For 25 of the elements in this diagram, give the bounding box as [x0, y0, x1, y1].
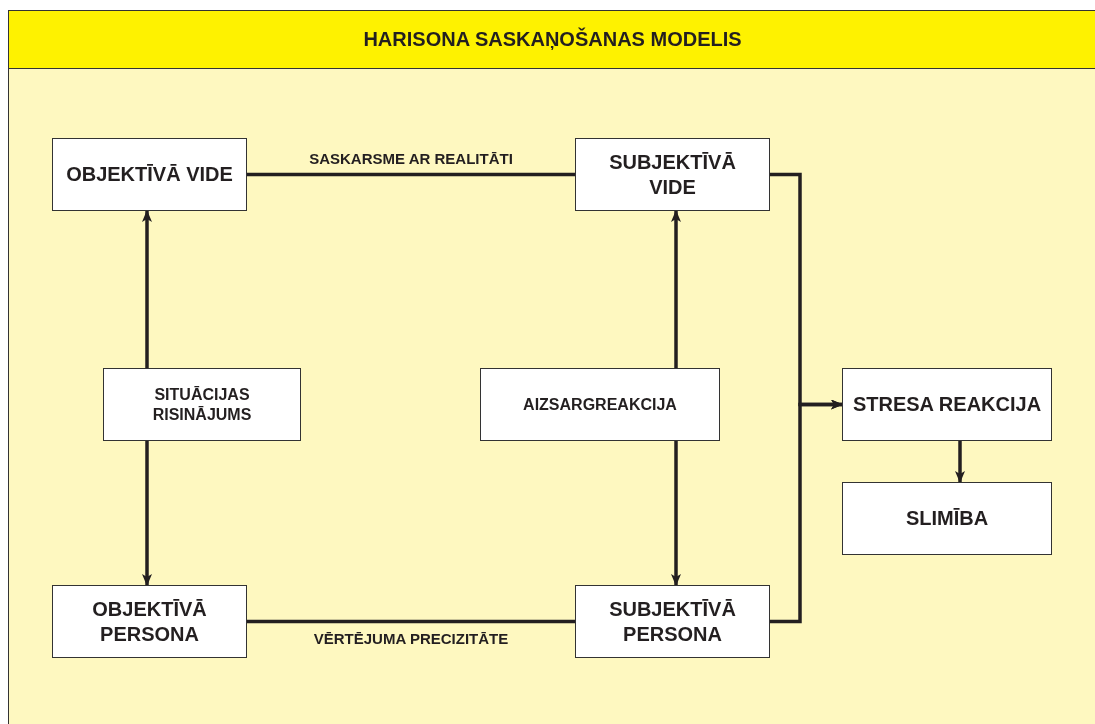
process-box — [842, 482, 1052, 555]
title: HARISONA SASKAŅOŠANAS MODELIS — [363, 28, 742, 51]
box-label: SITUĀCIJAS RISINĀJUMS — [151, 384, 253, 425]
arrow — [142, 210, 152, 368]
process-box — [52, 138, 247, 211]
box-label: SLIMĪBA — [904, 506, 990, 531]
process-box — [480, 368, 720, 441]
box-label: AIZSARGREAKCIJA — [522, 394, 678, 415]
process-box — [103, 368, 301, 441]
process-box — [842, 368, 1052, 441]
box-label: SUBJEKTĪVĀ VIDE — [608, 149, 737, 200]
process-box — [575, 138, 770, 211]
box-label: OBJEKTĪVĀ PERSONA — [91, 596, 208, 647]
connector-line — [247, 619, 575, 624]
box-label: SUBJEKTĪVĀ PERSONA — [608, 596, 737, 647]
arrow — [671, 210, 681, 368]
process-box — [52, 585, 247, 658]
arrow — [770, 399, 843, 624]
box-label: STRESA REAKCIJA — [851, 392, 1043, 417]
arrow — [671, 441, 681, 586]
connector-line — [247, 172, 575, 177]
arrow — [142, 441, 152, 586]
process-box — [575, 585, 770, 658]
arrow — [955, 441, 965, 483]
box-label: OBJEKTĪVĀ VIDE — [65, 162, 234, 187]
